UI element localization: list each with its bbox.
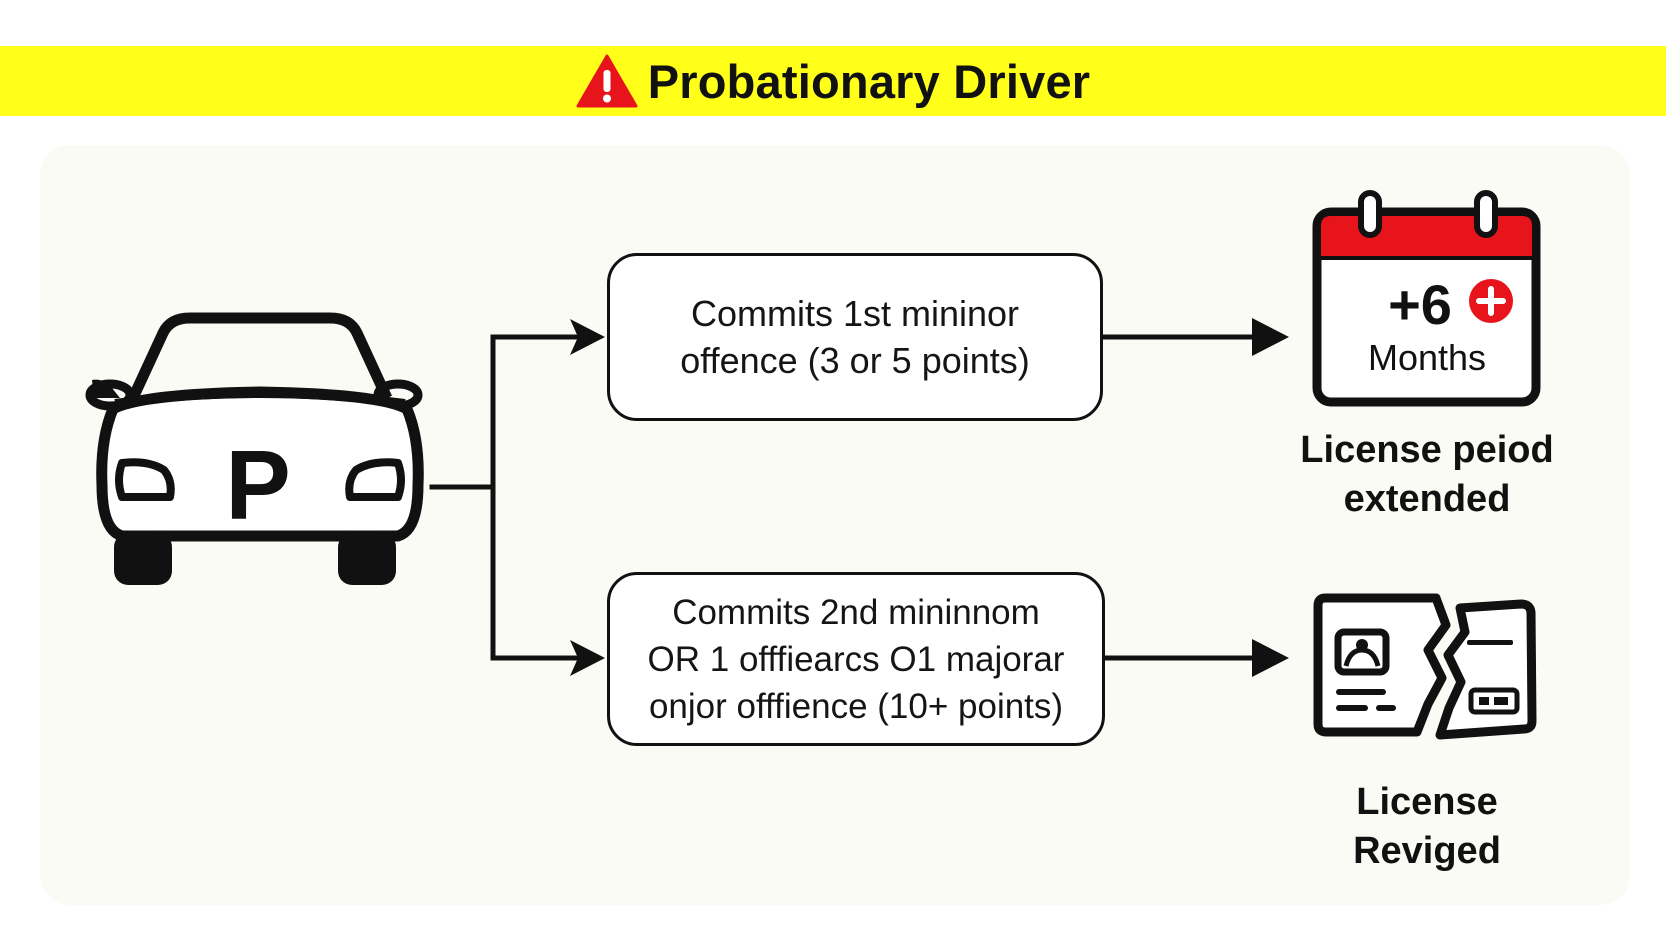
condition-line: Commits 2nd mininnom [672, 592, 1040, 632]
outcome-label-line: Reviged [1353, 830, 1501, 872]
arrowhead-minor-outcome [1252, 318, 1289, 356]
outcome-label-line: extended [1343, 478, 1511, 520]
calendar-unit: Months [1368, 337, 1486, 378]
arrowhead-major-outcome [1252, 639, 1289, 677]
title-banner-content: Probationary Driver [0, 46, 1666, 116]
calendar-value: +6 [1388, 273, 1452, 336]
major-offence-condition-box: Commits 2nd mininnom OR 1 offfiearcs O1 … [607, 572, 1105, 746]
condition-line: onjor offfience (10+ points) [648, 686, 1064, 726]
arrowhead-minor-box [570, 319, 605, 355]
condition-line: offence (3 or 5 points) [680, 340, 1030, 381]
torn-license-card-icon [1313, 593, 1537, 740]
calendar-extension-icon: +6 Months [1312, 190, 1541, 407]
outcome-label-line: License peiod [1300, 429, 1554, 471]
outcome-label-line: License [1356, 781, 1498, 823]
page-title: Probationary Driver [647, 54, 1091, 108]
outcome-label-extended: License peiod extended [1257, 426, 1597, 524]
plate-letter: P [225, 430, 290, 540]
condition-line: Commits 1st mininor [690, 293, 1020, 334]
warning-triangle-icon [576, 54, 638, 108]
condition-line: OR 1 offfiearcs O1 majorar [647, 639, 1065, 679]
title-banner [0, 46, 1666, 116]
outcome-label-revoked: License Reviged [1257, 778, 1597, 876]
probationary-car-icon: P [85, 312, 424, 585]
arrowhead-major-box [570, 640, 605, 676]
minor-offence-condition-box: Commits 1st mininor offence (3 or 5 poin… [607, 253, 1103, 421]
